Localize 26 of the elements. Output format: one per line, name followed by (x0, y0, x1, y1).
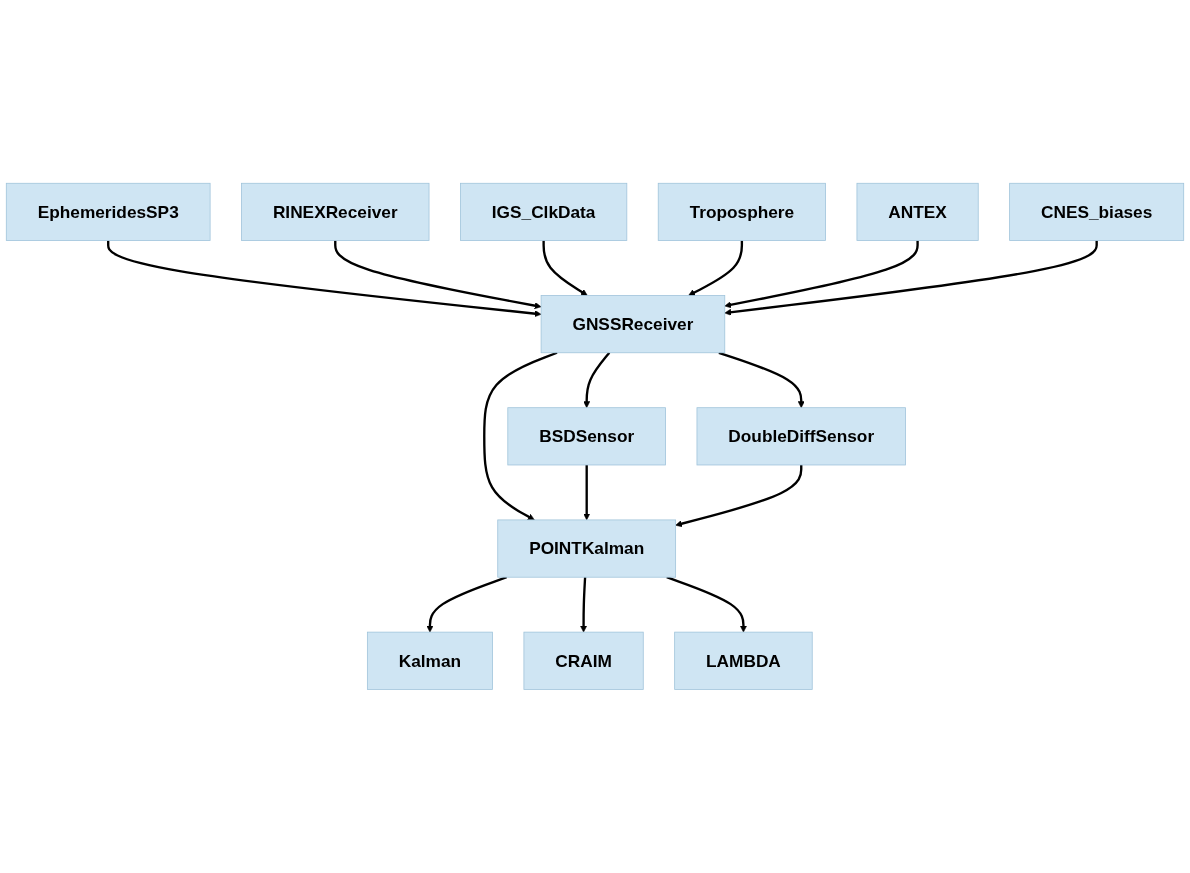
arrow (580, 577, 588, 633)
arrow (107, 240, 542, 318)
node-box: Troposphere (657, 183, 826, 242)
node-box: ANTEX (856, 183, 979, 242)
arrow (542, 240, 588, 296)
node-box: POINTKalman (497, 519, 677, 578)
node-box: DoubleDiffSensor (696, 407, 906, 466)
arrow (483, 351, 558, 521)
node-box: Kalman (367, 631, 493, 690)
node-box: GNSSReceiver (540, 295, 726, 354)
arrow (675, 465, 803, 528)
node-box: CRAIM (523, 631, 644, 690)
arrow (334, 240, 542, 310)
arrow (583, 465, 591, 521)
node-box: LAMBDA (674, 631, 813, 690)
node-box: IGS_ClkData (460, 183, 628, 242)
arrow (688, 240, 744, 296)
node-box: CNES_biases (1009, 183, 1185, 242)
arrow (583, 352, 611, 409)
arrow (666, 576, 747, 633)
arrow (718, 351, 805, 409)
node-box: BSDSensor (507, 407, 666, 466)
arrow (724, 240, 919, 309)
arrow (426, 576, 508, 633)
node-box: RINEXReceiver (241, 183, 430, 242)
node-box: EphemeridesSP3 (5, 183, 211, 242)
